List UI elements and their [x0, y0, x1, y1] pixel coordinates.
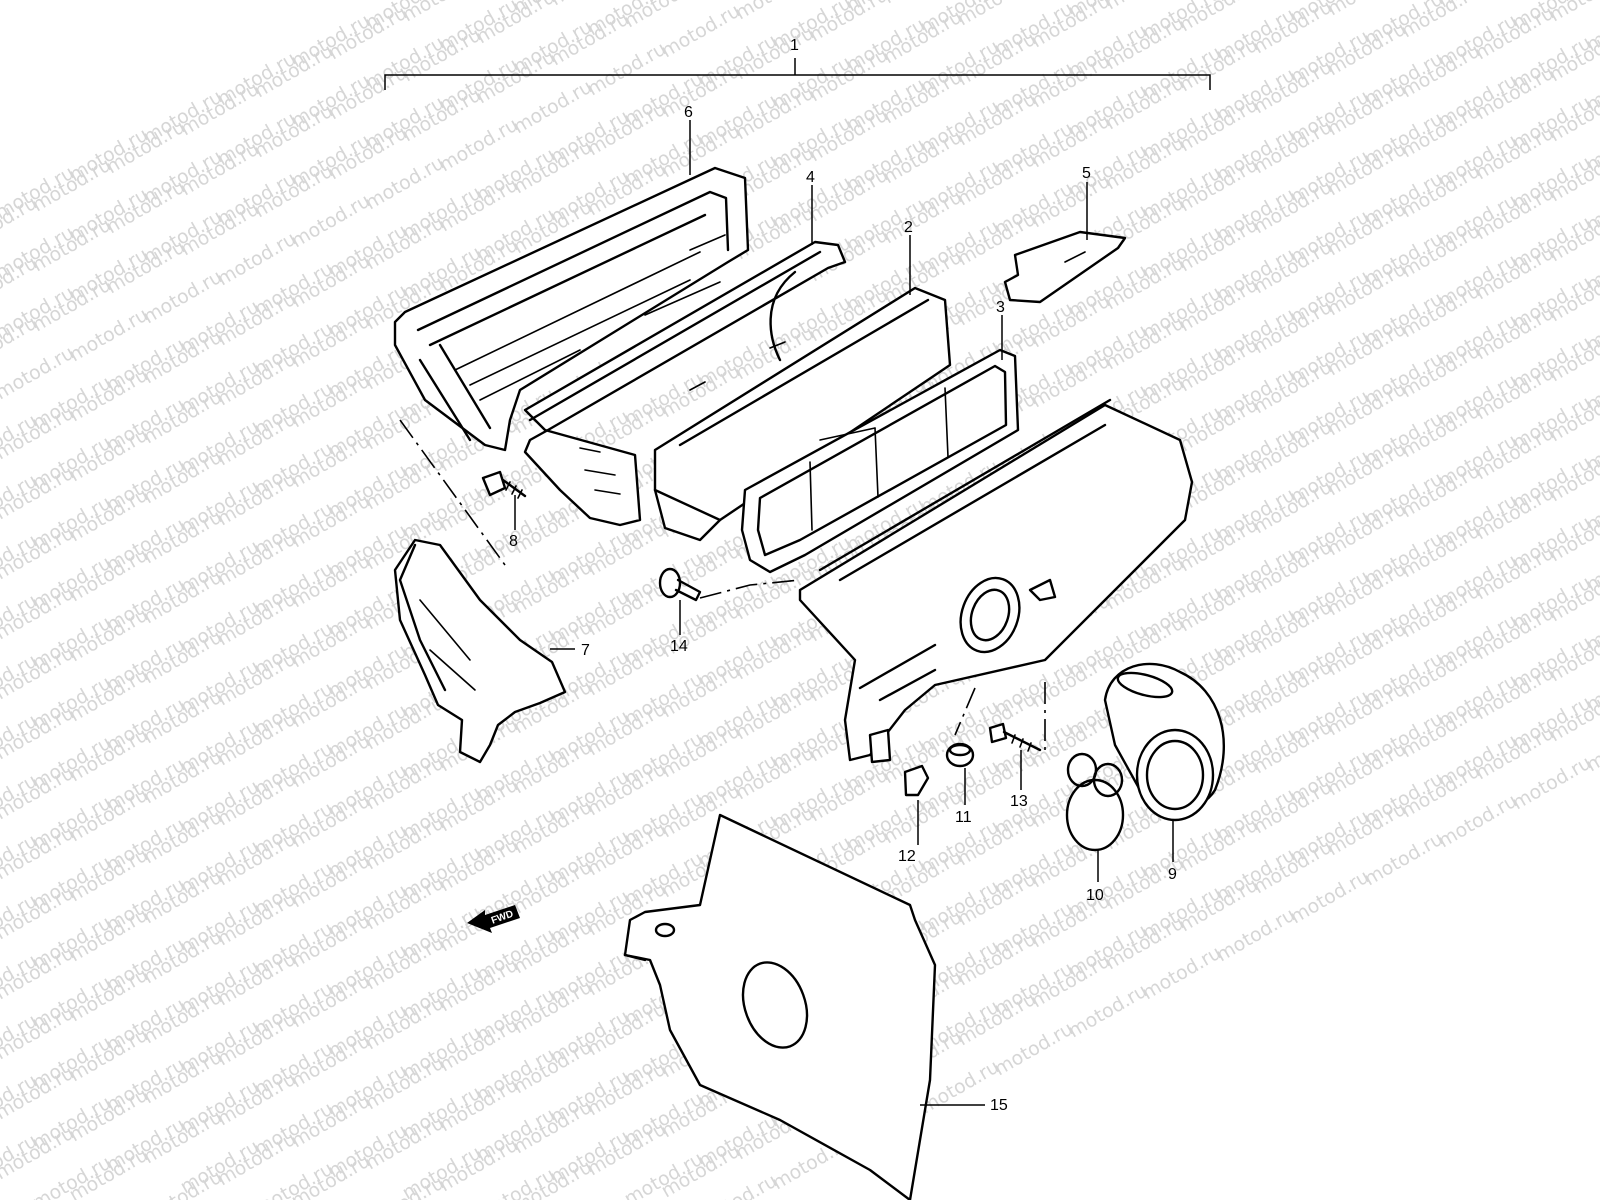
callout-8: 8 — [509, 533, 518, 550]
arrow-left-icon — [467, 905, 520, 933]
callout-4: 4 — [806, 169, 815, 186]
part-7-side-duct — [393, 538, 567, 764]
callout-15: 15 — [990, 1097, 1008, 1114]
part-13-bolt — [988, 722, 1042, 752]
callout-10: 10 — [1086, 887, 1104, 904]
part-10-seal — [1065, 752, 1125, 852]
callout-11: 11 — [955, 809, 972, 826]
part-14-bolt — [658, 567, 702, 602]
callout-5: 5 — [1082, 165, 1091, 182]
watermark-text: motod.ru — [1546, 0, 1600, 26]
part-2-filter-element — [653, 286, 952, 542]
callout-labels: 1 2 3 4 5 6 7 8 9 10 11 12 13 14 15 — [509, 37, 1177, 1114]
callout-6: 6 — [684, 104, 693, 121]
callout-13: 13 — [1010, 793, 1028, 810]
assembly-guide-lines — [399, 419, 1046, 752]
part-8-screw — [481, 470, 527, 499]
callout-14: 14 — [670, 638, 688, 655]
part-15-heat-shield — [623, 813, 937, 1200]
callout-3: 3 — [996, 299, 1005, 316]
part-12-drain-plug — [903, 764, 930, 797]
part-6-case-cover — [393, 166, 750, 452]
callout-7: 7 — [581, 642, 590, 659]
watermark-text: motod.ru — [0, 1160, 4, 1200]
part-9-intake-boot — [1103, 662, 1226, 822]
callout-12: 12 — [898, 848, 916, 865]
callout-2: 2 — [904, 219, 913, 236]
callout-9: 9 — [1168, 866, 1177, 883]
part-5-bracket-plate — [1003, 230, 1127, 304]
callout-leaders — [514, 120, 1174, 1106]
part-3-filter-grid — [740, 348, 1020, 574]
part-4-filter-holder — [523, 240, 847, 527]
part-11-grommet — [945, 742, 975, 768]
callout-1: 1 — [790, 37, 799, 54]
air-cleaner-case — [798, 398, 1194, 764]
assembly-bracket — [384, 58, 1211, 90]
